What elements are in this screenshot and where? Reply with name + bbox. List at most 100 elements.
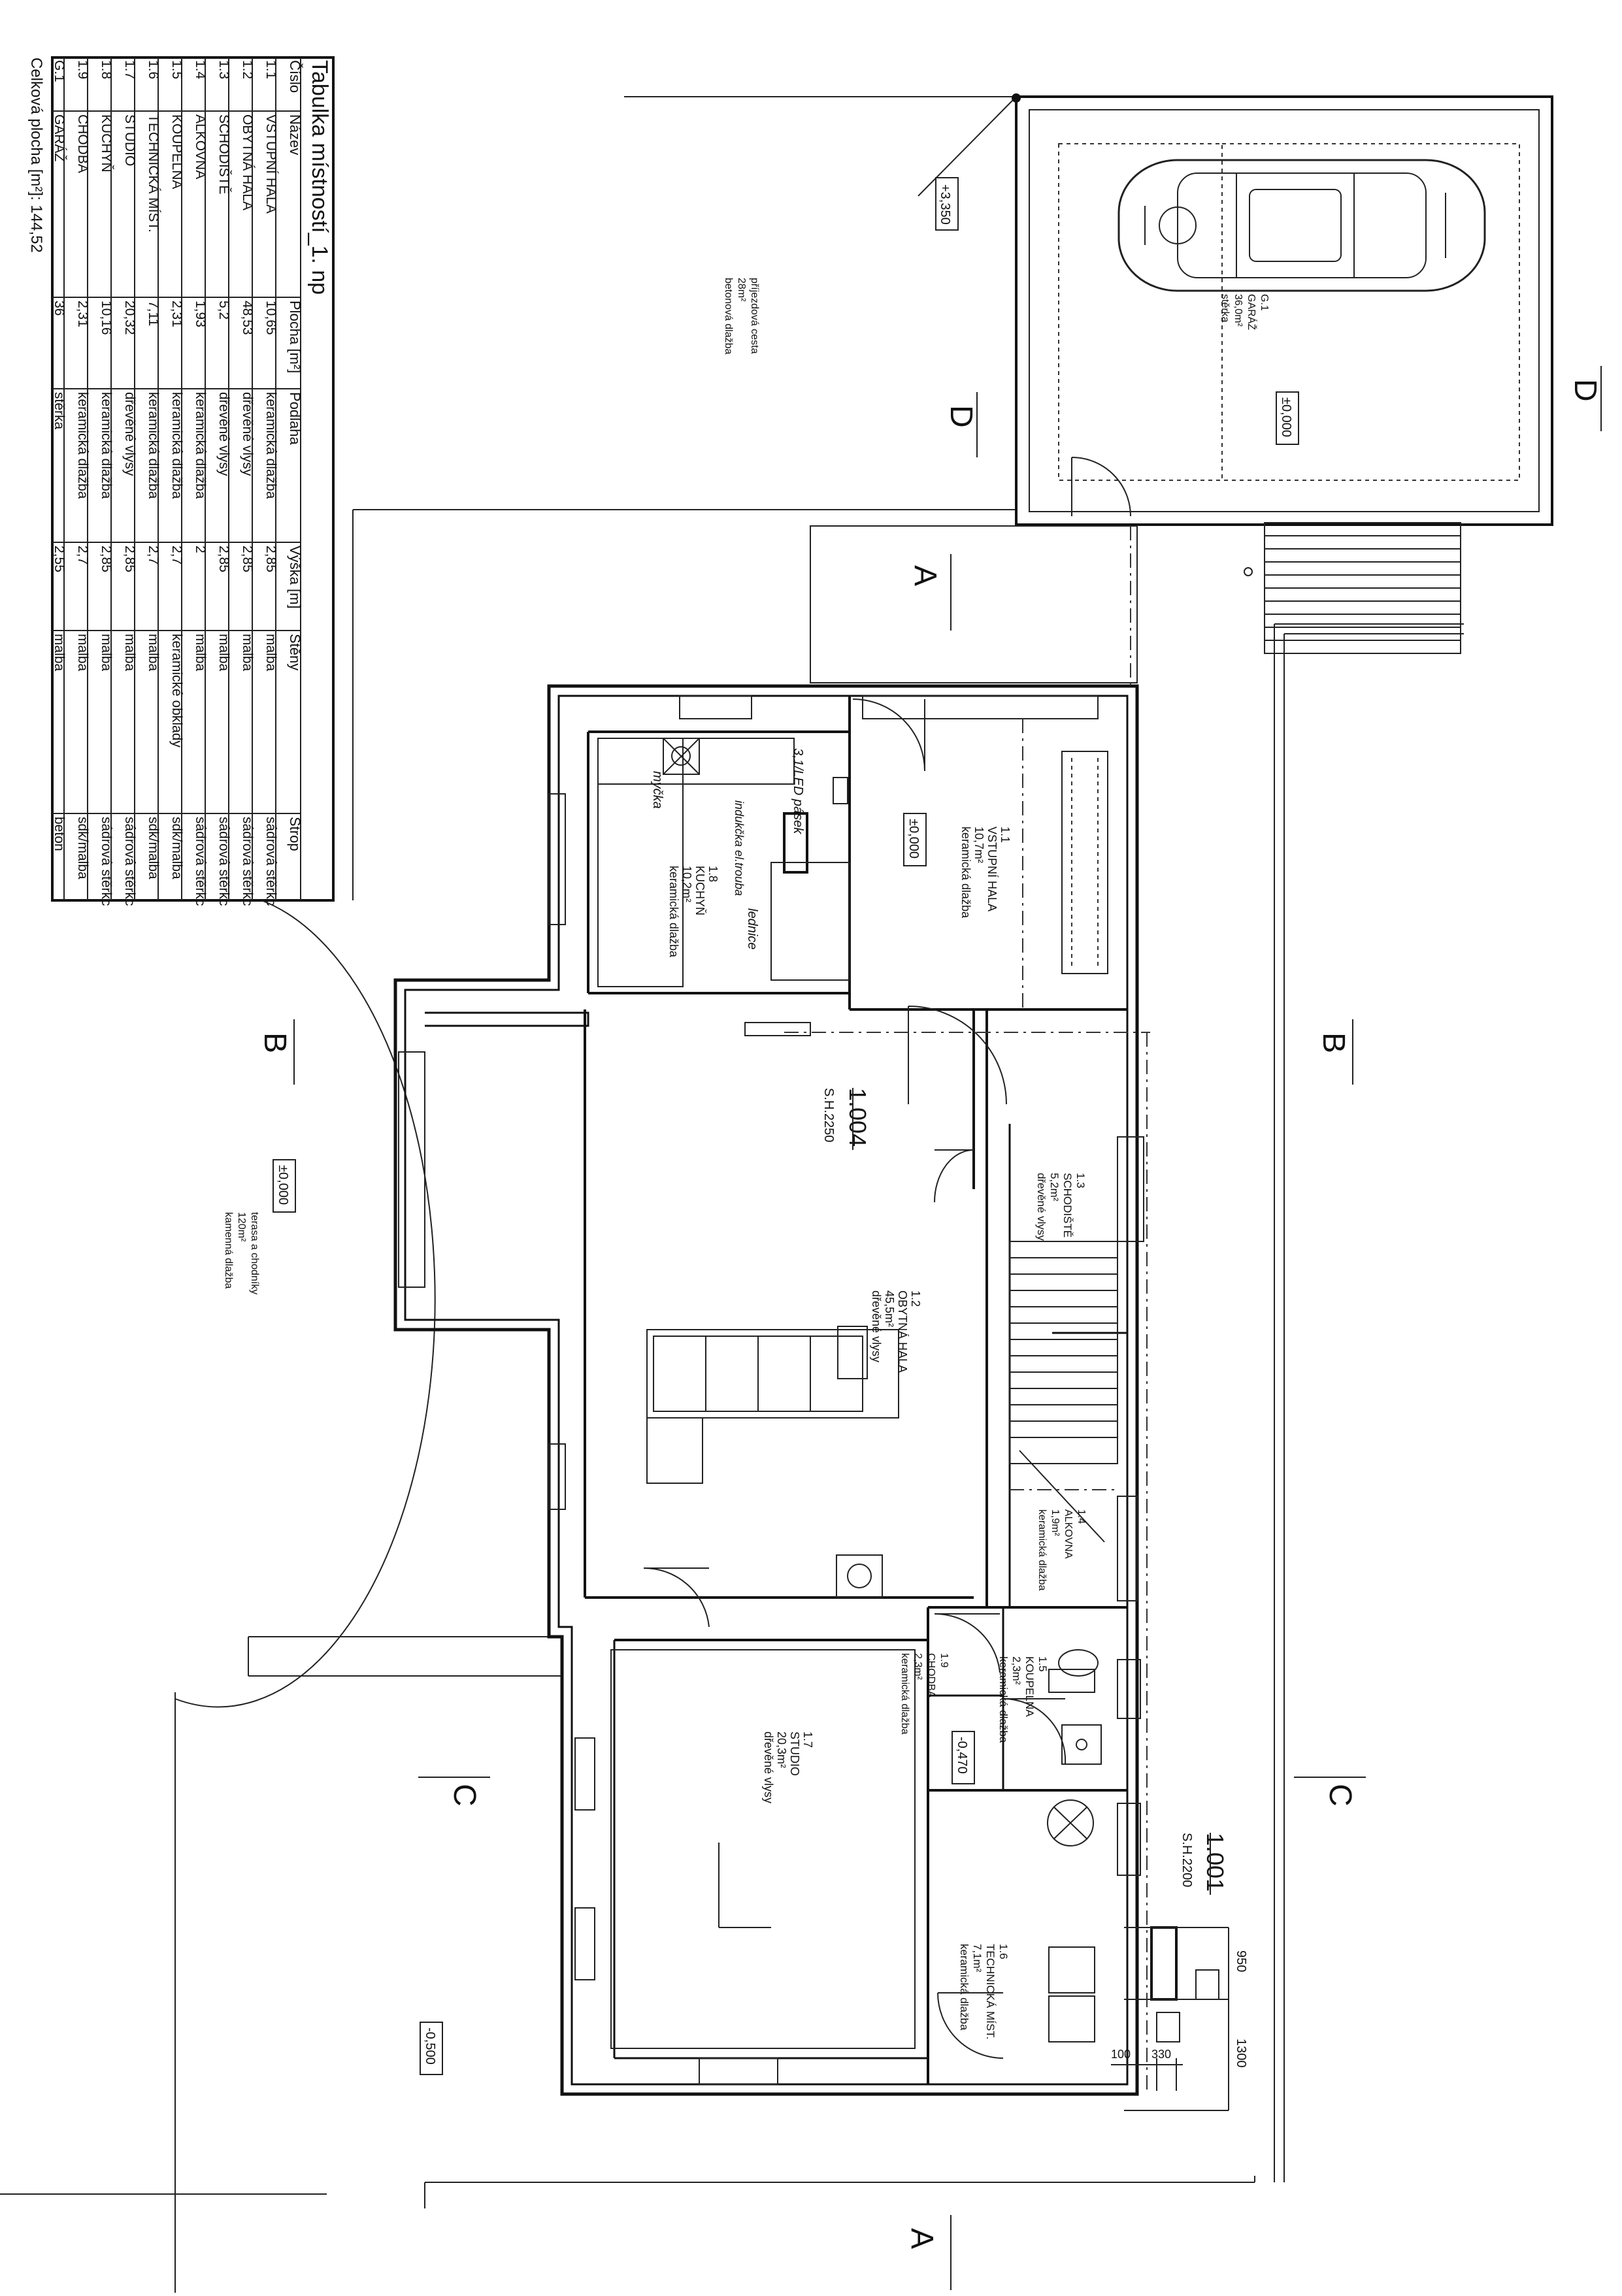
room-table-cell: dřevěné vlysy [216, 392, 231, 476]
dim-330: 330 [1151, 2048, 1171, 2061]
interior-stairs [1009, 1241, 1118, 1543]
room-label-studio: 20,3m² [775, 1731, 788, 1768]
room-table-cell: 1.8 [99, 60, 114, 79]
room-table-header: Stěny [287, 634, 303, 670]
room-table-cell: KOUPELNA [169, 114, 184, 189]
room-label-garage: GARÁŽ [1246, 294, 1258, 330]
room-table-cell: dřevěné vlysy [240, 392, 255, 476]
room-table-header: Výška [m] [287, 546, 303, 609]
room-label-tech: TECHNICKÁ MÍST. [984, 1944, 997, 2039]
section-marks: A A B B C C D D [257, 366, 1602, 2290]
room-label-hall: 1.1 [999, 827, 1012, 843]
room-table-cell: keramická dlažba [169, 392, 184, 499]
room-table-cell: 36 [52, 301, 67, 316]
room-label-driveway: betonová dlažba [723, 278, 734, 355]
section-mark-d-left: D [944, 392, 978, 457]
room-table-cell: KUCHYŇ [99, 114, 114, 172]
appliance-labels: myčka lednice indukčka el.trouba 3,1/LED… [650, 748, 805, 949]
room-table-cell: 2,85 [240, 546, 255, 572]
windows [398, 695, 1144, 2085]
bath-fixtures [1048, 1649, 1102, 1765]
svg-text:C: C [447, 1784, 482, 1807]
room-table-cell: dřevěné vlysy [122, 392, 137, 476]
room-label-living: dřevěné vlysy [870, 1290, 883, 1362]
room-label-stairs: 1.3 [1074, 1173, 1087, 1189]
room-table-cell: OBYTNÁ HALA [240, 114, 255, 210]
led-strip-label: 3,1/LED pásek [791, 748, 805, 834]
room-table-cell: ALKOVNA [193, 114, 208, 179]
room-label-driveway: příjezdová cesta [749, 278, 760, 354]
dishwasher-label: myčka [650, 771, 665, 809]
svg-text:D: D [944, 405, 978, 428]
room-table-cell: malba [99, 634, 114, 672]
room-table-cell: malba [240, 634, 255, 672]
room-table-cell: 2,31 [169, 301, 184, 327]
svg-text:A: A [908, 565, 942, 586]
section-mark-c-right: C [1294, 1777, 1366, 1807]
room-table-cell: malba [75, 634, 90, 672]
room-label-kitchen: 1.8 [706, 866, 720, 882]
room-label-kitchen: 10,2m² [680, 866, 693, 902]
window-tags: 1.004 S.H.2250 1.001 S.H.2200 [821, 1088, 1229, 1895]
room-table-header: Podlaha [287, 392, 303, 446]
room-table-cell: 1.1 [263, 60, 278, 79]
svg-text:B: B [257, 1032, 292, 1053]
tech-fixtures [1047, 1799, 1095, 2042]
svg-text:D: D [1568, 379, 1602, 402]
doors [643, 698, 1067, 2059]
garage-stairs [1264, 522, 1461, 654]
room-table-header: Plocha [m²] [287, 301, 303, 373]
level-terrace: ±0,000 [276, 1165, 290, 1205]
hob-label: indukčka el.trouba [733, 800, 746, 896]
entry-equipment [1111, 1926, 1229, 2111]
room-label-stairs: 5,2m² [1048, 1173, 1061, 1202]
dim-100: 100 [1111, 2048, 1131, 2061]
room-table-cell: keramická dlažba [146, 392, 161, 499]
room-table-title: Tabulka místností_1. np [307, 60, 332, 295]
room-label-alcove: 1,9m² [1050, 1509, 1061, 1537]
room-table-cell: 2,7 [169, 546, 184, 565]
svg-text:C: C [1323, 1784, 1357, 1807]
level-roof: +3,350 [938, 184, 952, 225]
room-table-cell: sdk/malba [169, 817, 184, 879]
room-label-tech: 1.6 [997, 1944, 1010, 1960]
room-table-cell: sdk/malba [75, 817, 90, 879]
room-label-garage: stěrka [1219, 294, 1231, 323]
room-table-cell: CHODBA [75, 114, 90, 173]
room-label-bath: KOUPELNA [1023, 1656, 1036, 1717]
room-table-total: Celková plocha [m²]: 144,52 [27, 57, 45, 253]
room-table-cell: 2,85 [122, 546, 137, 572]
room-table-cell: keramické obklady [169, 634, 184, 747]
room-label-alcove: keramická dlažba [1036, 1509, 1048, 1591]
room-table-cell: sádrová stěrkc [216, 817, 231, 906]
room-table-cell: G.1 [52, 60, 67, 82]
room-table-cell: sádrová stěrkc [240, 817, 255, 906]
room-table-cell: 20,32 [122, 301, 137, 335]
room-table-cell: 2,7 [146, 546, 161, 565]
window-1004-sill: S.H.2250 [821, 1088, 836, 1142]
room-label-hall: VSTUPNÍ HALA [985, 827, 999, 911]
room-table-cell: beton [52, 817, 67, 851]
room-table-cell: 2,31 [75, 301, 90, 327]
room-table-cell: sádrová stěrkc [193, 817, 208, 906]
room-label-garage: 36,0m² [1233, 294, 1244, 327]
level-exterior: -0,500 [423, 2027, 437, 2065]
svg-text:A: A [904, 2228, 939, 2249]
section-mark-b-left: B [257, 1019, 295, 1085]
room-table-cell: 7,11 [146, 301, 161, 326]
fridge-label: lednice [745, 908, 759, 949]
room-label-kitchen: keramická dlažba [667, 866, 680, 958]
room-label-living: 1.2 [909, 1290, 922, 1307]
room-label-hall: 10,7m² [972, 827, 985, 863]
level-marks: +3,350 ±0,000 ±0,000 ±0,000 -0,470 -0,50… [273, 177, 1299, 2075]
room-table-cell: 2 [193, 546, 208, 553]
room-table-cell: sádrová stěrkc [99, 817, 114, 906]
room-table-cell: keramická dlažba [193, 392, 208, 499]
room-table-cell: 1.6 [146, 60, 161, 79]
room-table-cell: malba [52, 634, 67, 672]
room-label-bath: keramická dlažba [997, 1656, 1010, 1743]
room-label-terrace: kamenná dlažba [223, 1212, 234, 1289]
section-mark-b-right: B [1316, 1019, 1353, 1085]
room-table-cell: 2,85 [263, 546, 278, 572]
